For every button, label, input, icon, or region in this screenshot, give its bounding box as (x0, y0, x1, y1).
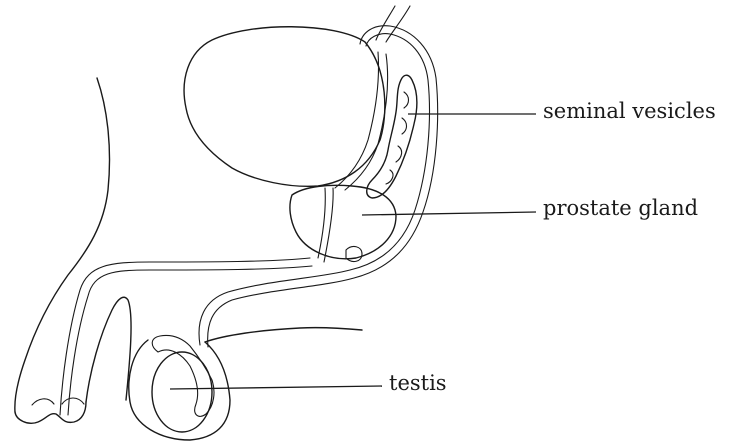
urethra-inner (68, 266, 312, 415)
epididymis (152, 335, 214, 416)
glans-tip (32, 398, 84, 405)
testis-leader (170, 386, 382, 389)
body-lower-contour (205, 328, 362, 342)
bladder-outline (184, 27, 385, 187)
prostate-gland-label: prostate gland (543, 198, 698, 219)
prostatic-urethra (318, 188, 333, 262)
penis-underside (86, 297, 131, 402)
testis-label: testis (389, 373, 447, 394)
body-contour (15, 78, 110, 412)
ureter-descending (335, 52, 379, 188)
prostate-gland-leader (362, 212, 536, 215)
vas-deferens-outer (199, 34, 429, 345)
penis-outline (15, 402, 86, 423)
seminal-vesicles-label: seminal vesicles (543, 101, 716, 122)
urethra-outer (60, 258, 310, 415)
